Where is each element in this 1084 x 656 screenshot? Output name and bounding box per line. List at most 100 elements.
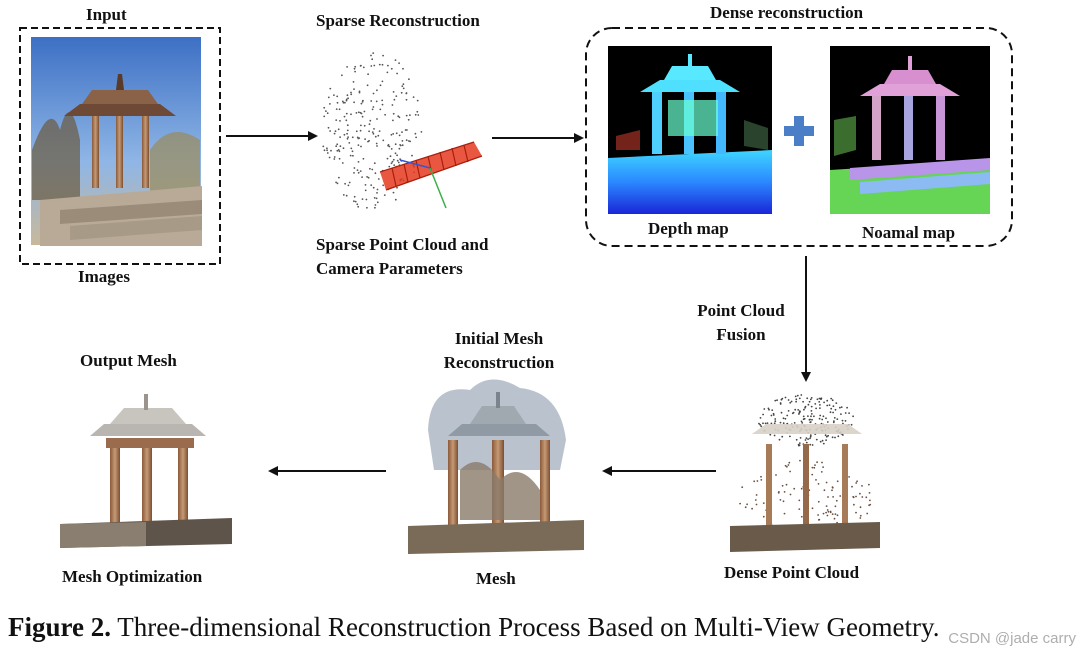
point: [374, 206, 376, 209]
point: [365, 198, 368, 201]
point: [350, 147, 353, 150]
point: [823, 489, 826, 492]
point: [372, 106, 375, 108]
point: [398, 116, 401, 119]
point: [367, 176, 370, 179]
dense-reconstruction-title: Dense reconstruction: [710, 3, 864, 22]
point: [848, 476, 850, 478]
point: [824, 434, 827, 437]
point: [345, 112, 348, 115]
point: [834, 408, 837, 411]
point: [335, 119, 338, 121]
point: [779, 402, 782, 404]
point: [347, 97, 349, 100]
point: [415, 136, 417, 139]
point: [820, 398, 822, 401]
point: [355, 130, 358, 133]
point: [376, 89, 378, 92]
point: [394, 198, 397, 201]
point: [828, 404, 831, 406]
point: [338, 157, 341, 160]
point: [826, 421, 829, 423]
point: [379, 84, 382, 87]
point: [831, 489, 833, 492]
depth-map-label: Depth map: [648, 219, 729, 238]
point: [794, 408, 797, 411]
point: [851, 485, 853, 488]
point: [819, 407, 821, 409]
point: [336, 149, 339, 152]
point: [778, 438, 781, 441]
point: [809, 443, 812, 446]
point: [760, 479, 763, 481]
fusion-label-line1: Point Cloud: [697, 301, 785, 320]
point: [336, 101, 339, 104]
point: [780, 411, 783, 414]
mesh-optimization-label: Mesh Optimization: [62, 567, 203, 586]
point: [819, 404, 821, 406]
point: [865, 496, 868, 499]
point: [337, 128, 340, 131]
point: [416, 110, 419, 113]
point: [821, 461, 823, 464]
point: [826, 509, 829, 511]
watermark: CSDN @jade carry: [948, 630, 1076, 647]
point: [826, 514, 829, 517]
point: [767, 407, 770, 410]
point: [347, 184, 350, 187]
point: [810, 410, 813, 412]
point: [829, 511, 832, 514]
point: [770, 422, 773, 425]
point: [762, 515, 765, 518]
dense-point-cloud-label: Dense Point Cloud: [724, 563, 860, 582]
point: [832, 411, 834, 414]
point: [357, 205, 360, 208]
normal-map-image: [830, 46, 990, 214]
point: [353, 88, 355, 90]
point: [381, 63, 384, 66]
point: [830, 397, 833, 400]
point: [345, 99, 348, 102]
point: [346, 129, 349, 132]
point: [831, 399, 834, 402]
point: [805, 437, 808, 439]
point: [392, 158, 395, 161]
point: [773, 422, 776, 425]
point: [335, 145, 338, 148]
point: [326, 112, 329, 115]
point: [811, 418, 813, 421]
point: [412, 96, 415, 98]
point: [383, 194, 386, 197]
point: [774, 399, 777, 402]
point: [779, 421, 782, 424]
point: [326, 152, 329, 154]
point: [366, 84, 369, 87]
point: [353, 67, 356, 70]
point: [398, 147, 401, 150]
point: [326, 147, 328, 150]
point: [818, 518, 821, 521]
point: [390, 162, 393, 165]
point: [794, 395, 797, 398]
point: [372, 186, 375, 189]
point: [841, 419, 844, 422]
point: [859, 514, 862, 517]
point: [758, 422, 760, 425]
point: [826, 404, 829, 407]
point: [825, 481, 828, 484]
point: [815, 479, 817, 481]
point: [787, 464, 790, 466]
point: [359, 170, 362, 173]
point: [323, 106, 326, 109]
point: [373, 197, 376, 199]
point: [390, 133, 393, 136]
point: [806, 397, 809, 400]
point: [361, 198, 364, 201]
point: [327, 126, 330, 129]
point: [376, 201, 379, 204]
point: [334, 130, 337, 133]
point: [349, 154, 352, 157]
point: [382, 139, 385, 142]
point: [367, 140, 369, 143]
point: [818, 401, 821, 403]
